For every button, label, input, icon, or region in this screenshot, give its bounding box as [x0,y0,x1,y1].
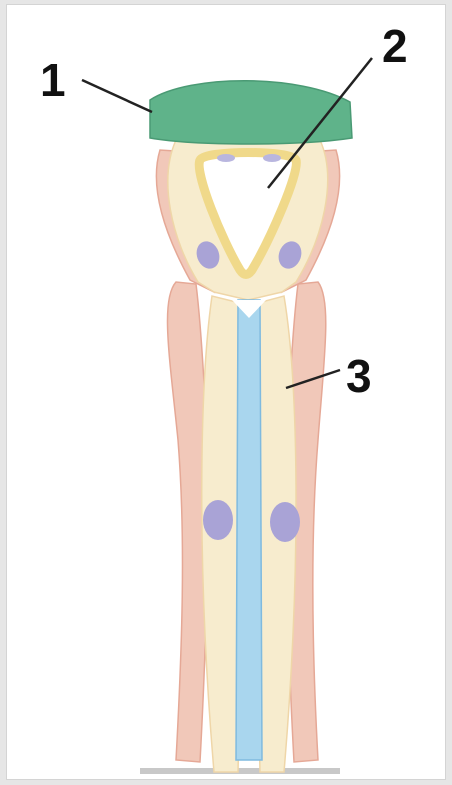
green-cap [150,81,352,144]
label-3: 3 [346,350,372,402]
label-1: 1 [40,54,66,106]
small-oval-left [217,154,235,162]
leader-line-1 [82,80,152,112]
lower-nucleus-left [203,500,233,540]
label-2: 2 [382,20,408,72]
floor-line [140,768,340,774]
central-channel [236,300,262,760]
lower-nucleus-right [270,502,300,542]
small-oval-right [263,154,281,162]
